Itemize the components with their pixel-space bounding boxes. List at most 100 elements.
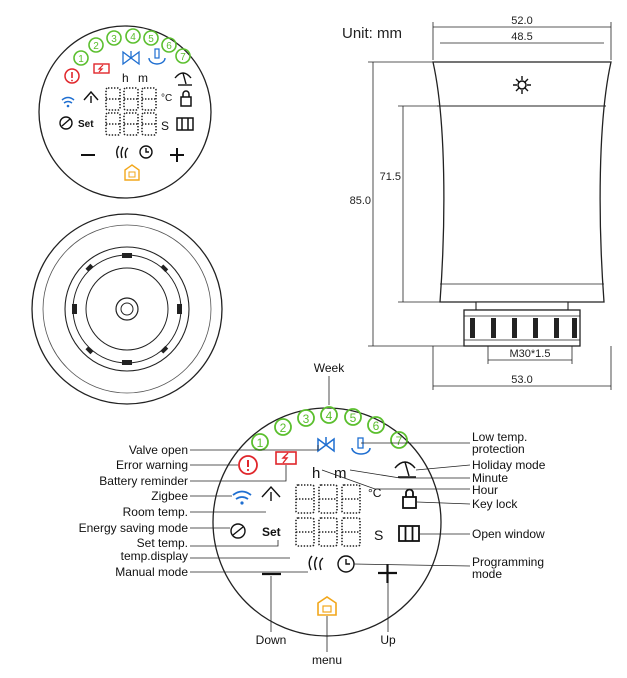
room-temp-icon [261, 485, 281, 501]
large-display: 1 2 3 4 5 6 7 h m °C Set S [212, 406, 442, 637]
small-plus-icon [170, 148, 184, 162]
battery-icon [275, 451, 297, 465]
dim-inner-width: 48.5 [511, 31, 532, 43]
svg-text:1: 1 [78, 54, 84, 65]
label-room-temp: Room temp. [123, 505, 188, 519]
label-menu: menu [312, 653, 342, 667]
small-set-digits [105, 112, 157, 136]
small-day-5: 5 [143, 30, 159, 46]
svg-text:6: 6 [373, 419, 380, 433]
label-valve-open: Valve open [129, 443, 188, 457]
day-5: 5 [344, 408, 362, 426]
day-2: 2 [274, 418, 292, 436]
open-window-icon [398, 525, 420, 542]
dim-thread: M30*1.5 [510, 348, 551, 360]
error-icon [238, 455, 258, 475]
leader-lines [190, 376, 471, 652]
label-hour: Hour [472, 483, 498, 497]
small-battery-icon [93, 63, 110, 74]
label-holiday-mode: Holiday mode [472, 458, 546, 472]
small-day-1: 1 [73, 50, 89, 66]
label-programming-2: mode [472, 567, 502, 581]
label-error-warning: Error warning [116, 458, 188, 472]
small-lock-icon [180, 90, 192, 107]
side-view: Unit: mm 52.0 48.5 M30*1.5 [342, 15, 612, 390]
label-manual-mode: Manual mode [115, 565, 188, 579]
label-energy-saving: Energy saving mode [79, 521, 189, 535]
back-view [31, 213, 223, 405]
small-clock-icon [139, 145, 153, 159]
sun-icon [513, 76, 531, 94]
small-window-icon [176, 117, 194, 131]
small-low-temp-icon [148, 48, 166, 65]
small-minute-glyph: m [138, 71, 148, 85]
svg-text:7: 7 [180, 52, 186, 63]
zigbee-icon [232, 490, 252, 505]
small-day-7: 7 [175, 48, 191, 64]
menu-icon [317, 596, 337, 616]
set-temp-digits [295, 517, 361, 547]
day-3: 3 [297, 409, 315, 427]
day-7: 7 [390, 431, 408, 449]
label-zigbee: Zigbee [151, 489, 188, 503]
small-valve-icon [122, 50, 140, 66]
label-down: Down [256, 633, 287, 647]
up-button-icon [378, 564, 397, 583]
callout-labels: Week Valve open Error warning Battery re… [79, 361, 546, 667]
label-temp-display: temp.display [121, 549, 188, 563]
small-display: 1 2 3 4 5 6 7 h m °C Set S [38, 25, 212, 199]
dim-top-width: 52.0 [511, 15, 532, 27]
small-hour-glyph: h [122, 71, 129, 85]
svg-text:3: 3 [111, 34, 117, 45]
label-up: Up [380, 633, 396, 647]
svg-text:2: 2 [93, 41, 99, 52]
s-glyph: S [374, 527, 383, 543]
small-energy-icon [59, 116, 73, 130]
manual-mode-icon [308, 555, 324, 571]
label-low-temp-1: Low temp. [472, 430, 527, 444]
set-text: Set [262, 525, 281, 539]
energy-saving-icon [230, 523, 246, 539]
dim-body-height: 71.5 [380, 171, 401, 183]
small-day-6: 6 [161, 37, 177, 53]
svg-text:1: 1 [257, 436, 264, 450]
svg-text:3: 3 [303, 412, 310, 426]
svg-text:4: 4 [326, 409, 333, 423]
holiday-icon [394, 461, 416, 478]
unit-label: Unit: mm [342, 25, 402, 42]
small-week-days: 1 2 3 4 5 6 7 [73, 28, 191, 66]
celsius-glyph: °C [368, 486, 382, 500]
small-day-2: 2 [88, 37, 104, 53]
label-open-window: Open window [472, 527, 545, 541]
hour-glyph: h [312, 465, 320, 482]
main-temp-digits [295, 484, 361, 514]
small-room-temp-icon [83, 90, 99, 103]
svg-text:2: 2 [280, 421, 287, 435]
small-s-glyph: S [161, 119, 169, 133]
minute-glyph: m [334, 465, 347, 482]
svg-text:4: 4 [130, 32, 136, 43]
small-error-icon [64, 68, 80, 84]
svg-text:5: 5 [350, 411, 357, 425]
key-lock-icon [402, 488, 417, 509]
label-minute: Minute [472, 471, 508, 485]
day-6: 6 [367, 416, 385, 434]
label-week: Week [314, 361, 345, 375]
label-key-lock: Key lock [472, 497, 518, 511]
small-set-text: Set [78, 119, 94, 130]
small-holiday-icon [174, 72, 192, 86]
day-4: 4 [320, 406, 338, 424]
large-week-days: 1 2 3 4 5 6 7 [251, 406, 408, 451]
svg-text:5: 5 [148, 34, 154, 45]
label-set-temp: Set temp. [137, 536, 188, 550]
small-zigbee-icon [61, 96, 75, 108]
small-manual-icon [116, 145, 129, 159]
label-programming-1: Programming [472, 555, 544, 569]
small-menu-icon [124, 164, 140, 181]
small-day-4: 4 [125, 28, 141, 44]
svg-text:7: 7 [396, 434, 403, 448]
dim-bottom-width: 53.0 [511, 374, 532, 386]
label-battery-reminder: Battery reminder [99, 474, 188, 488]
svg-text:6: 6 [166, 41, 172, 52]
